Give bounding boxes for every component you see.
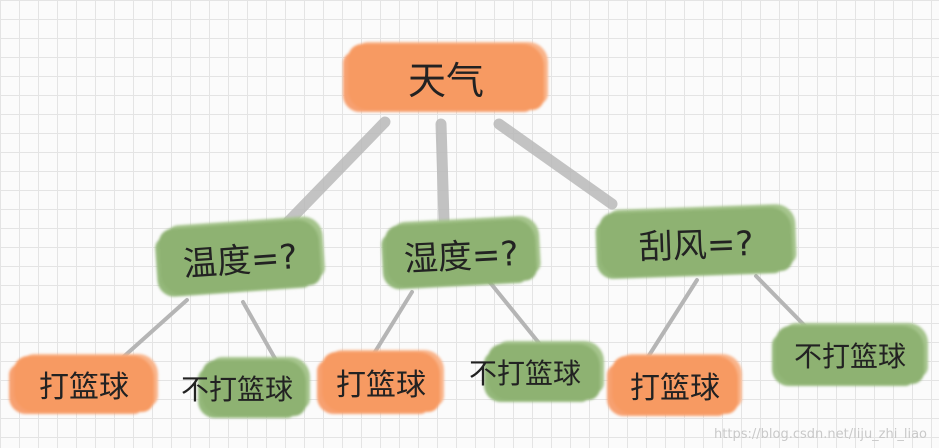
leaf-humidity-noplay-background: [488, 344, 600, 400]
leaf-temperature-play-label: 打篮球: [39, 370, 129, 405]
root-node-background: [348, 44, 544, 110]
root-node: 天气: [348, 44, 544, 110]
edge-root-wind: [493, 118, 618, 210]
branch-node-temperature-label: 温度=?: [181, 236, 299, 285]
edge-temperature-yes: [118, 298, 189, 362]
leaf-wind-play-label: 打篮球: [630, 371, 720, 406]
leaf-temperature-play: 打篮球: [14, 356, 154, 412]
branch-node-wind: 刮风=?: [598, 206, 794, 278]
leaf-humidity-play-background: [322, 352, 440, 412]
leaf-humidity-noplay-label: 不打篮球: [468, 357, 581, 390]
branch-node-humidity-label: 湿度=?: [402, 233, 520, 280]
edge-temperature-no: [241, 300, 279, 364]
leaf-temperature-play-background: [14, 356, 154, 412]
leaf-humidity-play: 打篮球: [322, 352, 440, 412]
leaf-temperature-noplay: 不打篮球: [168, 360, 306, 416]
edge-wind-yes: [646, 278, 699, 359]
leaf-wind-play: 打篮球: [612, 356, 738, 414]
leaf-wind-noplay-label: 不打篮球: [793, 340, 906, 373]
edge-root-temperature: [282, 116, 391, 228]
leaf-temperature-noplay-background: [202, 360, 306, 416]
edge-wind-no: [754, 274, 808, 329]
leaf-wind-noplay: 不打篮球: [776, 326, 924, 384]
edge-root-humidity: [435, 118, 450, 226]
branch-node-temperature: 温度=?: [157, 218, 323, 296]
root-node-label: 天气: [407, 58, 484, 103]
edge-humidity-yes: [368, 290, 414, 362]
edge-humidity-no: [486, 278, 545, 350]
leaf-wind-noplay-background: [776, 326, 924, 384]
leaf-humidity-play-label: 打篮球: [336, 368, 426, 403]
leaf-humidity-noplay: 不打篮球: [450, 344, 600, 400]
leaf-temperature-noplay-label: 不打篮球: [180, 373, 293, 406]
branch-node-humidity: 湿度=?: [384, 218, 538, 288]
watermark-text: https://blog.csdn.net/liju_zhi_liao: [714, 427, 927, 442]
branch-node-wind-label: 刮风=?: [638, 223, 755, 268]
leaf-wind-play-background: [612, 356, 738, 414]
